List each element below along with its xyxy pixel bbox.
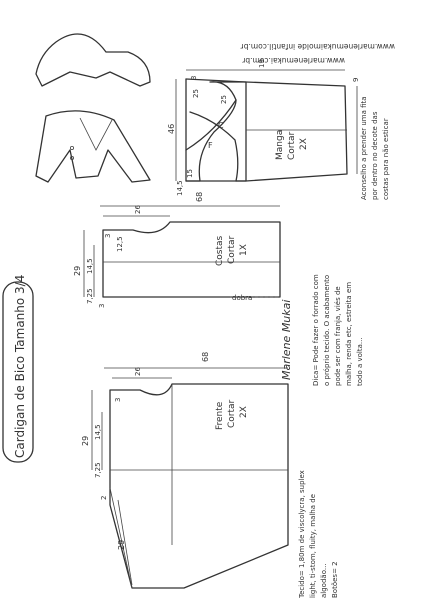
front-dim-underarm: 7,25 — [94, 462, 102, 478]
front-cut-label: Cortar — [227, 399, 237, 428]
website-url: www.marlenemukai.com.br — [241, 56, 345, 65]
sleeve-dim-length: 46 — [167, 124, 176, 134]
advice-text: Aconselho a prender uma fita por dentro … — [360, 94, 390, 200]
front-dim-length: 68 — [201, 352, 210, 362]
front-cut-qty: 2X — [239, 406, 249, 418]
sleeve-cut-label: Cortar — [287, 131, 297, 160]
back-dim-underarm: 7,25 — [86, 288, 94, 304]
back-dim-hem: 3 — [98, 304, 106, 308]
title-box: Cardigan de Bico Tamanho 3/4 — [2, 275, 34, 463]
garment-sketch — [35, 33, 151, 183]
advice-note: Aconselho a prender uma fita por dentro … — [360, 94, 390, 200]
sleeve-dim-cuff-a: 15 — [186, 169, 194, 178]
tip-note: Dica= Pode fazer o forrado com o próprio… — [312, 272, 364, 386]
fabric-note: Tecido= 1,80m de viscolycra, suplex ligh… — [298, 468, 339, 599]
tip-text: Dica= Pode fazer o forrado com o próprio… — [312, 272, 364, 386]
sleeve-dim-cuff-b: 14,5 — [176, 180, 184, 196]
sleeve-dim-bottom: 9 — [352, 78, 360, 82]
sleeve-dim-cap-top: 3 — [190, 76, 198, 80]
sleeve-mark-c: C — [218, 121, 224, 130]
sleeve-dim-width: 19 — [258, 59, 266, 68]
back-fold-label: dobra — [232, 294, 252, 302]
sleeve-piece-name: Manga — [275, 130, 285, 160]
back-cut-label: Cortar — [227, 235, 237, 264]
buttons-text: Botões= 2 — [331, 561, 339, 598]
front-dim-armhole: 29 — [81, 436, 90, 446]
front-dim-side: 29 — [117, 540, 126, 550]
back-dim-top: 26 — [134, 205, 142, 214]
back-dim-shoulder-width: 14,5 — [86, 258, 94, 274]
front-dim-top: 26 — [134, 367, 142, 376]
back-piece-name: Costas — [215, 235, 225, 266]
front-piece: Frente Cortar 2X 68 26 3 29 14,5 7,25 2 … — [81, 352, 289, 589]
sleeve-cut-qty: 2X — [299, 138, 309, 150]
sleeve-dim-cap-b: 25 — [220, 95, 228, 104]
sleeve-mark-f: F — [208, 141, 213, 150]
website-url-alt: www.marlenemukaimolde infantil.com.br — [240, 42, 395, 51]
back-piece: Costas Cortar 1X dobra 68 26 12,5 3 29 1… — [73, 192, 281, 308]
front-dim-shoulder-width: 14,5 — [94, 424, 102, 440]
back-dim-length: 68 — [195, 192, 204, 202]
pattern-title: Cardigan de Bico Tamanho 3/4 — [13, 275, 27, 458]
back-dim-neck: 12,5 — [116, 236, 124, 252]
back-dim-shoulder-depth: 3 — [104, 234, 112, 238]
sleeve-dim-cap-a: 25 — [192, 89, 200, 98]
fabric-text: Tecido= 1,80m de viscolycra, suplex ligh… — [298, 468, 328, 599]
back-cut-qty: 1X — [239, 244, 249, 256]
signature: Marlene Mukai — [280, 300, 293, 380]
front-piece-name: Frente — [215, 401, 225, 430]
website-block: www.marlenemukai.com.br www.marlenemukai… — [240, 42, 395, 65]
back-dim-armhole: 29 — [73, 266, 82, 276]
sleeve-piece: Manga Cortar 2X F C 46 19 3 25 25 15 14,… — [167, 59, 360, 196]
front-dim-shoulder-depth: 3 — [114, 398, 122, 402]
front-dim-hem: 2 — [100, 496, 108, 500]
